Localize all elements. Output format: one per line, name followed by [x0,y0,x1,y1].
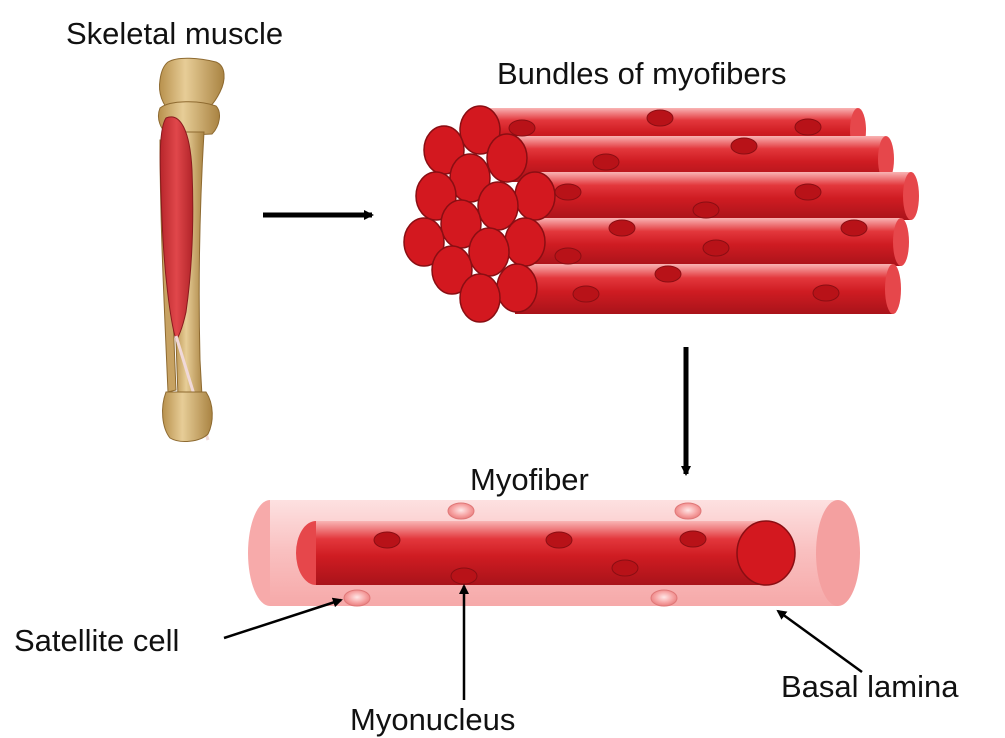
myonucleus [546,532,572,548]
myofiber-bundle [404,106,919,322]
myonucleus [374,532,400,548]
satellite-cell [651,590,677,606]
myonucleus [841,220,867,236]
myonucleus [451,568,477,584]
label-bundles-of-myofibers: Bundles of myofibers [497,56,786,91]
satellite-cell [344,590,370,606]
leg-illustration [158,58,224,441]
ankle-bones [163,392,213,441]
bundle-tube [535,172,919,220]
label-myofiber: Myofiber [470,462,589,497]
myonucleus [655,266,681,282]
myonucleus [731,138,757,154]
myonucleus [795,184,821,200]
myonucleus [647,110,673,126]
label-skeletal-muscle: Skeletal muscle [66,16,283,51]
myonucleus [795,119,821,135]
label-basal-lamina: Basal lamina [781,669,959,704]
myonucleus [612,560,638,576]
myonucleus [593,154,619,170]
label-myonucleus: Myonucleus [350,702,515,737]
myofiber-tube [316,521,766,585]
label-satellite-cell: Satellite cell [14,623,179,658]
myonucleus [703,240,729,256]
myonucleus [693,202,719,218]
myofiber-detail [248,500,860,606]
basal-lamina-end [816,500,860,606]
myofiber-cross-section [737,521,795,585]
myonucleus [609,220,635,236]
myonucleus [509,120,535,136]
myonucleus [555,184,581,200]
myonucleus [573,286,599,302]
myonucleus [680,531,706,547]
myonucleus [813,285,839,301]
myonucleus [555,248,581,264]
bundle-tube [515,264,901,314]
arrow-icon [778,611,862,672]
satellite-cell [675,503,701,519]
satellite-cell [448,503,474,519]
